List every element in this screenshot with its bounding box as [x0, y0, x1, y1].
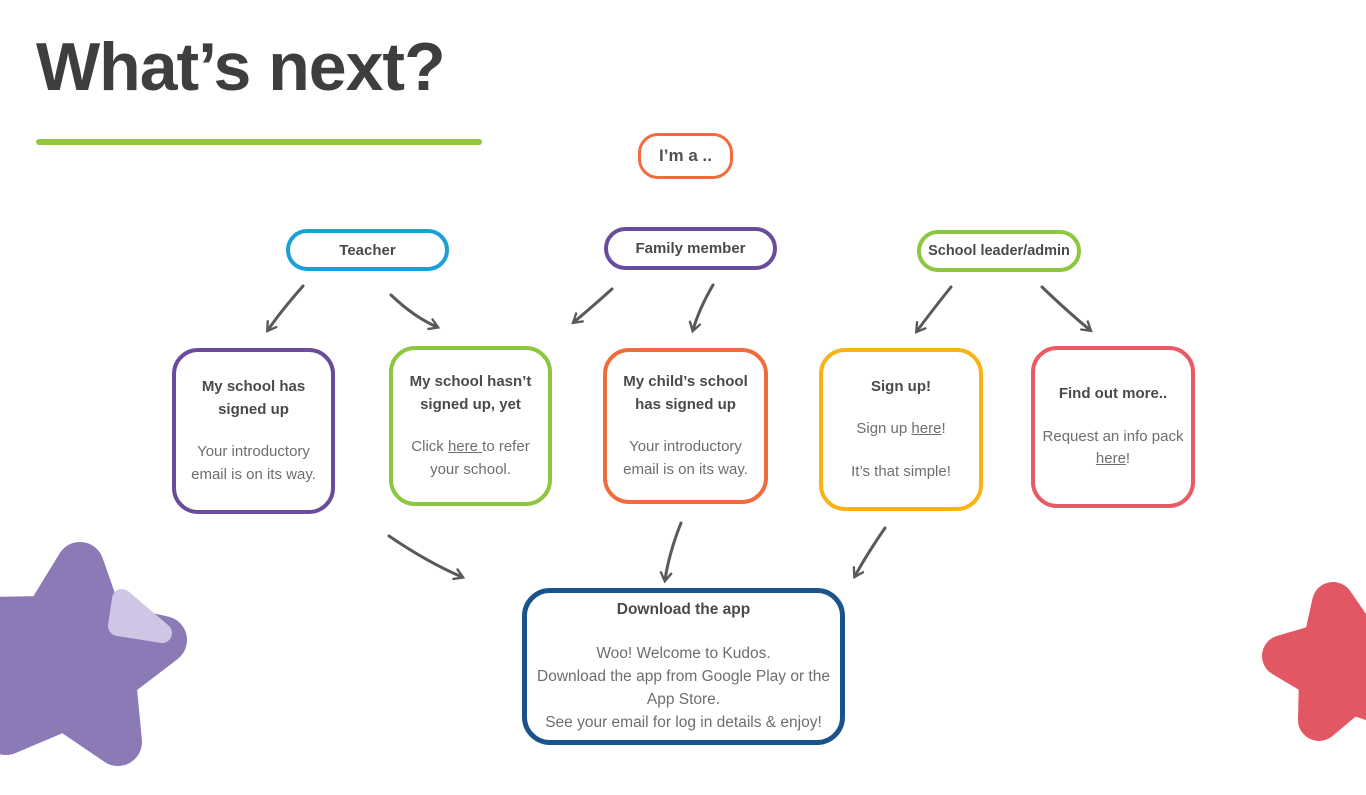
card-paragraph: Download the app from Google Play or the…: [533, 665, 834, 712]
node-family-member: Family member: [604, 227, 777, 270]
node-family-member-label: Family member: [635, 240, 746, 257]
card-paragraph: Click here to refer your school.: [401, 436, 540, 481]
card-body: Request an info pack here!: [1040, 406, 1186, 471]
card-paragraph: See your email for log in details & enjo…: [533, 711, 834, 734]
node-teacher-label: Teacher: [339, 241, 396, 259]
title-underline: [36, 139, 482, 145]
card-body: Woo! Welcome to Kudos. Download the app f…: [533, 622, 834, 735]
card-body: Your introductory email is on its way.: [615, 416, 756, 481]
arrow-family-to-not-signed-up: [571, 287, 614, 325]
card-title: My school has signed up: [201, 378, 306, 418]
text-segment: Your introductory email is on its way.: [191, 443, 316, 483]
text-segment: Sign up: [856, 420, 912, 438]
card-download-app: Download the app Woo! Welcome to Kudos. D…: [522, 588, 845, 745]
text-segment: Woo! Welcome to Kudos.: [596, 644, 771, 662]
card-paragraph: Woo! Welcome to Kudos.: [533, 642, 834, 665]
text-segment: Download the app from Google Play or the…: [537, 667, 830, 709]
text-segment: It’s that simple!: [851, 462, 951, 480]
node-im-a-label: I’m a ..: [659, 146, 712, 165]
purple-star-accent: [108, 589, 172, 643]
card-paragraph: Your introductory email is on its way.: [615, 436, 756, 481]
arrow-child-school-to-download: [659, 521, 683, 584]
card-body: Click here to refer your school.: [401, 416, 540, 481]
text-segment: Your introductory email is on its way.: [623, 438, 748, 478]
arrow-sign-up-to-download: [852, 526, 887, 580]
node-im-a: I’m a ..: [638, 133, 733, 179]
arrow-not-signed-up-to-download: [387, 534, 466, 581]
text-segment: Click: [411, 438, 448, 455]
card-sign-up: Sign up! Sign up here! It’s that simple!: [819, 348, 983, 511]
red-star-decoration: [1262, 582, 1366, 741]
card-title: Download the app: [616, 601, 751, 619]
node-school-leader-label: School leader/admin: [928, 243, 1070, 259]
slide: What’s next? I’m a .. Te: [0, 29, 1366, 766]
card-title: Find out more..: [1058, 385, 1168, 403]
arrow-leader-to-find-out-more: [1040, 285, 1093, 333]
card-paragraph: It’s that simple!: [851, 461, 951, 484]
text-segment: Request an info pack: [1042, 427, 1184, 445]
card-title: Sign up!: [871, 377, 931, 395]
red-star-shape: [1262, 582, 1366, 741]
arrow-teacher-to-not-signed-up: [389, 293, 441, 331]
here-link[interactable]: here: [447, 438, 483, 455]
arrow-family-to-child-school: [688, 283, 715, 334]
here-link[interactable]: here: [1095, 450, 1126, 468]
card-paragraph: Sign up here!: [851, 418, 951, 441]
here-link[interactable]: here: [911, 420, 942, 438]
node-teacher: Teacher: [286, 229, 449, 271]
card-school-not-signed-up: My school hasn’t signed up, yet Click he…: [389, 346, 552, 506]
purple-star-decoration: [0, 542, 187, 766]
text-segment: !: [941, 420, 946, 438]
card-body: Your introductory email is on its way.: [184, 421, 323, 486]
card-body: Sign up here! It’s that simple!: [851, 398, 951, 483]
card-title: My school hasn’t signed up, yet: [409, 373, 532, 413]
card-paragraph: Request an info pack here!: [1040, 426, 1186, 471]
page-title: What’s next?: [36, 29, 446, 105]
card-title: My child’s school has signed up: [623, 373, 748, 413]
card-find-out-more: Find out more.. Request an info pack her…: [1031, 346, 1195, 508]
arrow-leader-to-sign-up: [914, 285, 953, 334]
card-school-signed-up: My school has signed up Your introductor…: [172, 348, 335, 514]
arrow-teacher-to-signed-up: [266, 284, 305, 333]
text-segment: !: [1125, 450, 1131, 468]
text-segment: to refer your school.: [430, 438, 530, 478]
card-paragraph: Your introductory email is on its way.: [184, 441, 323, 486]
text-segment: See your email for log in details & enjo…: [545, 714, 822, 732]
purple-star-shape: [0, 542, 187, 766]
node-school-leader: School leader/admin: [917, 230, 1081, 272]
card-child-school-signed-up: My child’s school has signed up Your int…: [603, 348, 768, 504]
